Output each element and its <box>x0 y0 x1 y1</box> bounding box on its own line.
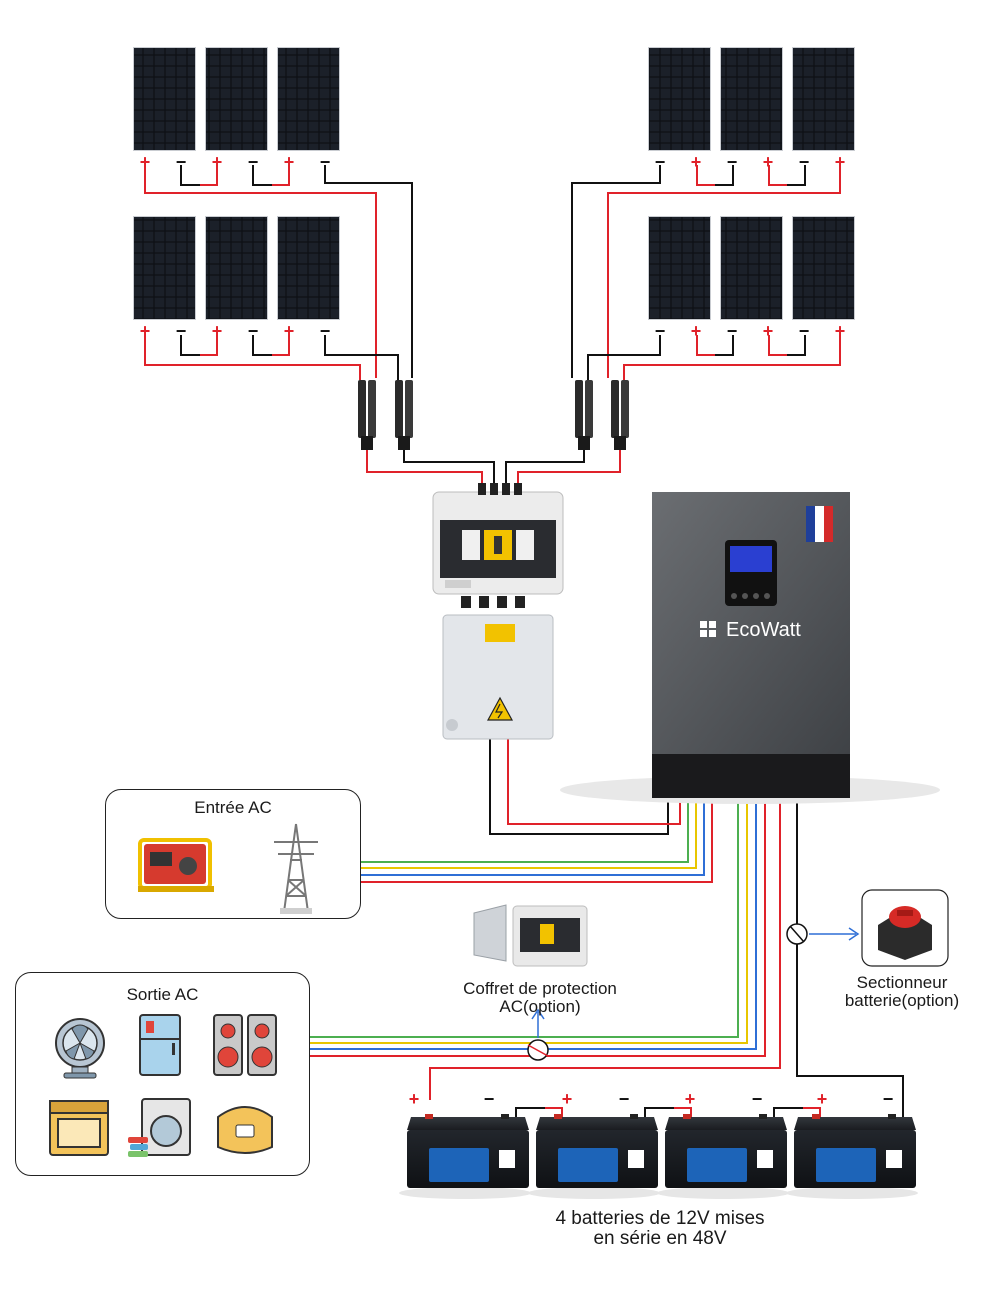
battery-icon <box>657 1114 789 1199</box>
negative-terminal-label: − <box>176 152 187 172</box>
negative-terminal-label: − <box>320 321 331 341</box>
solar-panel-icon <box>277 47 340 151</box>
negative-terminal-label: − <box>320 152 331 172</box>
battery-positive-label: + <box>409 1089 420 1109</box>
ac-output-title: Sortie AC <box>126 985 199 1004</box>
wiring <box>144 165 904 1120</box>
battery-positive-label: + <box>562 1089 573 1109</box>
positive-terminal-label: + <box>835 152 846 172</box>
battery-negative-label: − <box>752 1089 763 1109</box>
positive-terminal-label: + <box>763 152 774 172</box>
positive-terminal-label: + <box>691 321 702 341</box>
positive-terminal-label: + <box>763 321 774 341</box>
solar-panels <box>133 47 855 320</box>
inverter-lcd-display <box>725 540 777 606</box>
wire-positive <box>144 165 377 378</box>
positive-terminal-label: + <box>212 152 223 172</box>
battery-disconnect-symbol <box>786 923 808 945</box>
mc4-y-connectors <box>358 380 629 450</box>
negative-terminal-label: − <box>176 321 187 341</box>
mc4-connector-icon <box>358 380 413 450</box>
ac-protection-box-icon <box>473 904 588 967</box>
inverter-brand: EcoWatt <box>726 619 801 641</box>
negative-terminal-label: − <box>248 152 259 172</box>
speakers-icon <box>213 1014 277 1076</box>
battery-switch-icon <box>861 889 949 967</box>
ac-protection-symbol <box>527 1039 549 1061</box>
battery-switch-label-line2: batterie(option) <box>844 991 960 1010</box>
solar-panel-icon <box>648 216 711 320</box>
ac-protection-label-line1: Coffret de protection <box>463 979 617 998</box>
positive-terminal-label: + <box>284 321 295 341</box>
oven-icon <box>49 1100 109 1156</box>
ac-input-title: Entrée AC <box>194 798 272 817</box>
battery-bank <box>399 1114 918 1199</box>
negative-terminal-label: − <box>655 321 666 341</box>
mc4-connector-icon <box>575 380 629 450</box>
positive-terminal-label: + <box>691 152 702 172</box>
battery-icon <box>528 1114 660 1199</box>
battery-negative-label: − <box>484 1089 495 1109</box>
battery-caption-line1: 4 batteries de 12V mises <box>555 1208 765 1229</box>
surge-protection-box <box>442 614 554 740</box>
ac-protection-label-line2: AC(option) <box>499 997 581 1016</box>
solar-panel-icon <box>133 47 196 151</box>
battery-icon <box>399 1114 531 1199</box>
solar-panel-icon <box>720 216 783 320</box>
ecowatt-inverter: EcoWatt <box>560 492 940 804</box>
french-flag-icon <box>806 506 833 542</box>
power-pylon-icon <box>274 823 318 914</box>
battery-negative-label: − <box>619 1089 630 1109</box>
generator-icon <box>138 838 214 892</box>
negative-terminal-label: − <box>799 321 810 341</box>
negative-terminal-label: − <box>727 321 738 341</box>
solar-panel-icon <box>205 216 268 320</box>
battery-negative-label: − <box>883 1089 894 1109</box>
solar-panel-icon <box>720 47 783 151</box>
solar-panel-icon <box>277 216 340 320</box>
negative-terminal-label: − <box>655 152 666 172</box>
solar-panel-icon <box>792 47 855 151</box>
battery-icon <box>786 1114 918 1199</box>
ac-output-card: Sortie AC <box>15 972 310 1176</box>
solar-panel-icon <box>205 47 268 151</box>
solar-panel-icon <box>133 216 196 320</box>
wire-negative <box>324 165 413 378</box>
washing-machine-icon <box>128 1098 191 1157</box>
positive-terminal-label: + <box>284 152 295 172</box>
positive-terminal-label: + <box>212 321 223 341</box>
solar-panel-icon <box>792 216 855 320</box>
negative-terminal-label: − <box>727 152 738 172</box>
positive-terminal-label: + <box>835 321 846 341</box>
solar-panel-icon <box>648 47 711 151</box>
positive-terminal-label: + <box>140 321 151 341</box>
ecowatt-logo-icon <box>700 621 716 637</box>
fridge-icon <box>139 1014 181 1076</box>
panel-polarity-marks: + − + − + − + − + − + − − + − + − + − + − + − + <box>140 152 846 341</box>
battery-caption-line2: en série en 48V <box>593 1228 727 1249</box>
battery-polarity-marks: + − + − + − + − <box>409 1089 894 1109</box>
positive-terminal-label: + <box>140 152 151 172</box>
negative-terminal-label: − <box>799 152 810 172</box>
ac-input-card: Entrée AC <box>105 789 361 919</box>
dc-combiner-box <box>432 483 564 608</box>
rice-cooker-icon <box>217 1106 273 1154</box>
battery-switch-label-line1: Sectionneur <box>856 973 948 992</box>
fan-icon <box>55 1018 105 1079</box>
negative-terminal-label: − <box>248 321 259 341</box>
battery-positive-label: + <box>685 1089 696 1109</box>
battery-positive-label: + <box>817 1089 828 1109</box>
